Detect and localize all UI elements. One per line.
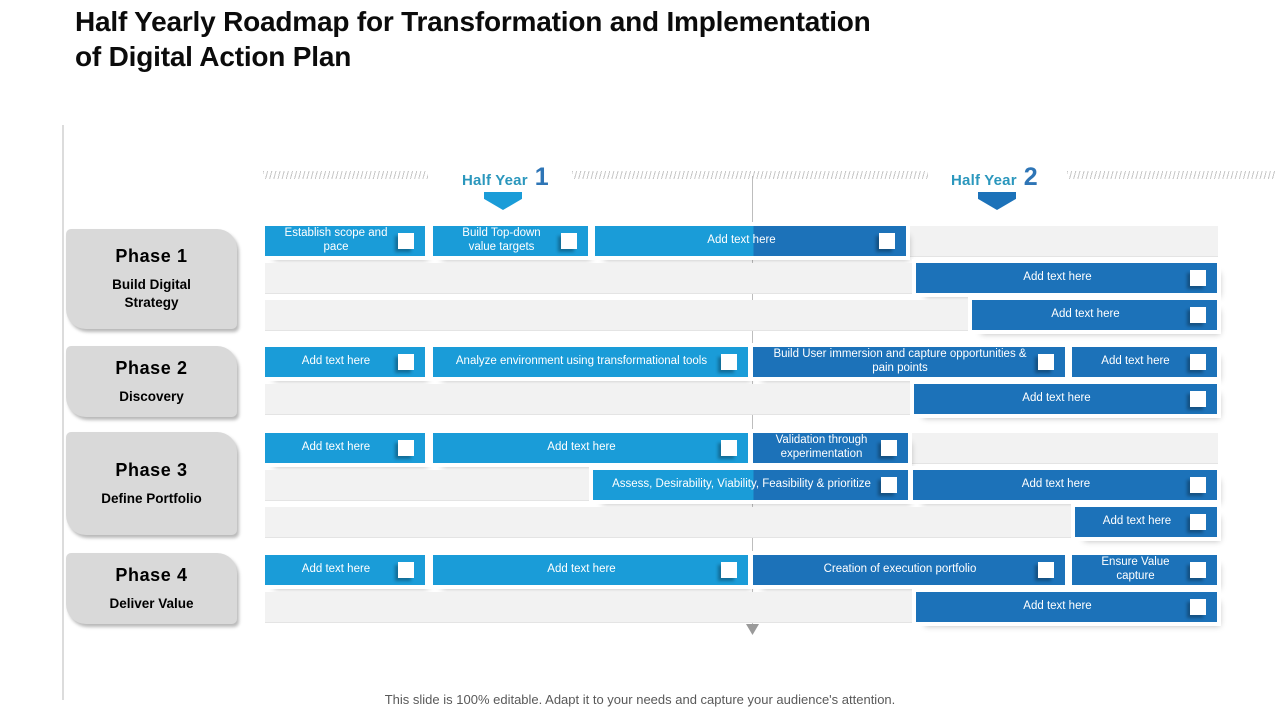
half-year-1-arrow-icon	[484, 192, 522, 210]
roadmap-bar[interactable]: Add text here	[1068, 343, 1221, 381]
checkbox-icon[interactable]	[881, 440, 897, 456]
bar-label: Add text here	[1023, 600, 1092, 613]
timeline-track	[265, 507, 1218, 538]
phase-name: Phase 2	[115, 357, 188, 378]
phase-box-1: Phase 1 Build Digital Strategy	[66, 229, 237, 329]
bar-label: Validation through experimentation	[775, 434, 868, 460]
phase-subtitle: Define Portfolio	[101, 490, 202, 506]
bar-label: Add text here	[707, 234, 776, 247]
roadmap-bar[interactable]: Analyze environment using transformation…	[429, 343, 752, 381]
roadmap-bar[interactable]: Build Top-down value targets	[429, 222, 592, 260]
bar-label: Add text here	[547, 441, 616, 454]
page-title: Half Yearly Roadmap for Transformation a…	[75, 6, 871, 72]
footer-note: This slide is 100% editable. Adapt it to…	[384, 692, 896, 707]
roadmap-bar[interactable]: Add text here	[591, 222, 910, 260]
checkbox-icon[interactable]	[1190, 307, 1206, 323]
bar-label: Build User immersion and capture opportu…	[773, 348, 1027, 374]
timeline-divider-arrow-icon	[746, 624, 759, 635]
roadmap-bar[interactable]: Creation of execution portfolio	[749, 551, 1069, 589]
bar-label: Add text here	[547, 563, 616, 576]
bar-label: Add text here	[1102, 515, 1172, 528]
roadmap-bar[interactable]: Add text here	[429, 551, 752, 589]
phase-subtitle: Discovery	[119, 388, 184, 404]
bar-label: Add text here	[1021, 478, 1091, 491]
bar-label: Ensure Value capture	[1101, 556, 1170, 582]
checkbox-icon[interactable]	[721, 354, 737, 370]
roadmap-bar[interactable]: Add text here	[261, 429, 429, 467]
phase-subtitle: Deliver Value	[109, 595, 194, 611]
checkbox-icon[interactable]	[1190, 391, 1206, 407]
phase-box-3: Phase 3 Define Portfolio	[66, 432, 237, 535]
checkbox-icon[interactable]	[721, 440, 737, 456]
roadmap-bar[interactable]: Build User immersion and capture opportu…	[749, 343, 1069, 381]
half-year-2-label: Half Year	[951, 172, 1017, 189]
checkbox-icon[interactable]	[1190, 270, 1206, 286]
left-border-line	[62, 125, 64, 700]
phase-name: Phase 3	[115, 459, 188, 480]
bar-label: Add text here	[1051, 308, 1120, 321]
bar-label: Assess, Desirability, Viability, Feasibi…	[612, 478, 871, 491]
checkbox-icon[interactable]	[398, 233, 414, 249]
half-year-1-header: Half Year 1	[462, 163, 549, 192]
bar-label: Establish scope and pace	[284, 227, 388, 253]
bar-label: Analyze environment using transformation…	[455, 355, 708, 368]
half-year-2-arrow-icon	[978, 192, 1016, 210]
timeline-hatch-right	[1067, 171, 1276, 179]
phase-box-4: Phase 4 Deliver Value	[66, 553, 237, 624]
phase-name: Phase 1	[115, 246, 188, 267]
checkbox-icon[interactable]	[879, 233, 895, 249]
roadmap-bar[interactable]: Ensure Value capture	[1068, 551, 1221, 589]
roadmap-bar[interactable]: Add text here	[968, 296, 1221, 334]
half-year-1-label: Half Year	[462, 172, 528, 189]
bar-label: Add text here	[301, 441, 371, 454]
roadmap-bar[interactable]: Add text here	[429, 429, 752, 467]
checkbox-icon[interactable]	[1190, 354, 1206, 370]
phase-name: Phase 4	[115, 564, 188, 585]
bar-label: Add text here	[301, 563, 371, 576]
roadmap-bar[interactable]: Validation through experimentation	[749, 429, 912, 467]
roadmap-bar[interactable]: Add text here	[261, 551, 429, 589]
checkbox-icon[interactable]	[881, 477, 897, 493]
checkbox-icon[interactable]	[1038, 562, 1054, 578]
bar-label: Add text here	[301, 355, 371, 368]
checkbox-icon[interactable]	[721, 562, 737, 578]
checkbox-icon[interactable]	[561, 233, 577, 249]
checkbox-icon[interactable]	[1190, 599, 1206, 615]
timeline-hatch-middle	[572, 171, 928, 179]
phase-subtitle: Build Digital Strategy	[112, 277, 191, 310]
timeline-hatch-left	[263, 171, 428, 179]
half-year-1-number: 1	[534, 163, 549, 191]
checkbox-icon[interactable]	[1190, 477, 1206, 493]
roadmap-bar[interactable]: Add text here	[261, 343, 429, 381]
roadmap-bar[interactable]: Assess, Desirability, Viability, Feasibi…	[589, 466, 912, 504]
checkbox-icon[interactable]	[398, 562, 414, 578]
roadmap-bar[interactable]: Add text here	[912, 588, 1221, 626]
checkbox-icon[interactable]	[1190, 562, 1206, 578]
roadmap-bar[interactable]: Establish scope and pace	[261, 222, 429, 260]
bar-label: Add text here	[1022, 392, 1091, 405]
bar-label: Add text here	[1023, 271, 1092, 284]
half-year-2-header: Half Year 2	[951, 163, 1038, 192]
half-year-2-number: 2	[1023, 163, 1038, 191]
bar-label: Build Top-down value targets	[462, 227, 541, 253]
checkbox-icon[interactable]	[1038, 354, 1054, 370]
roadmap-bar[interactable]: Add text here	[910, 380, 1221, 418]
phase-box-2: Phase 2 Discovery	[66, 346, 237, 417]
checkbox-icon[interactable]	[398, 440, 414, 456]
bar-label: Add text here	[1101, 355, 1170, 368]
roadmap-bar[interactable]: Add text here	[909, 466, 1221, 504]
roadmap-bar[interactable]: Add text here	[912, 259, 1221, 297]
checkbox-icon[interactable]	[1190, 514, 1206, 530]
checkbox-icon[interactable]	[398, 354, 414, 370]
roadmap-bar[interactable]: Add text here	[1071, 503, 1221, 541]
bar-label: Creation of execution portfolio	[823, 563, 977, 576]
